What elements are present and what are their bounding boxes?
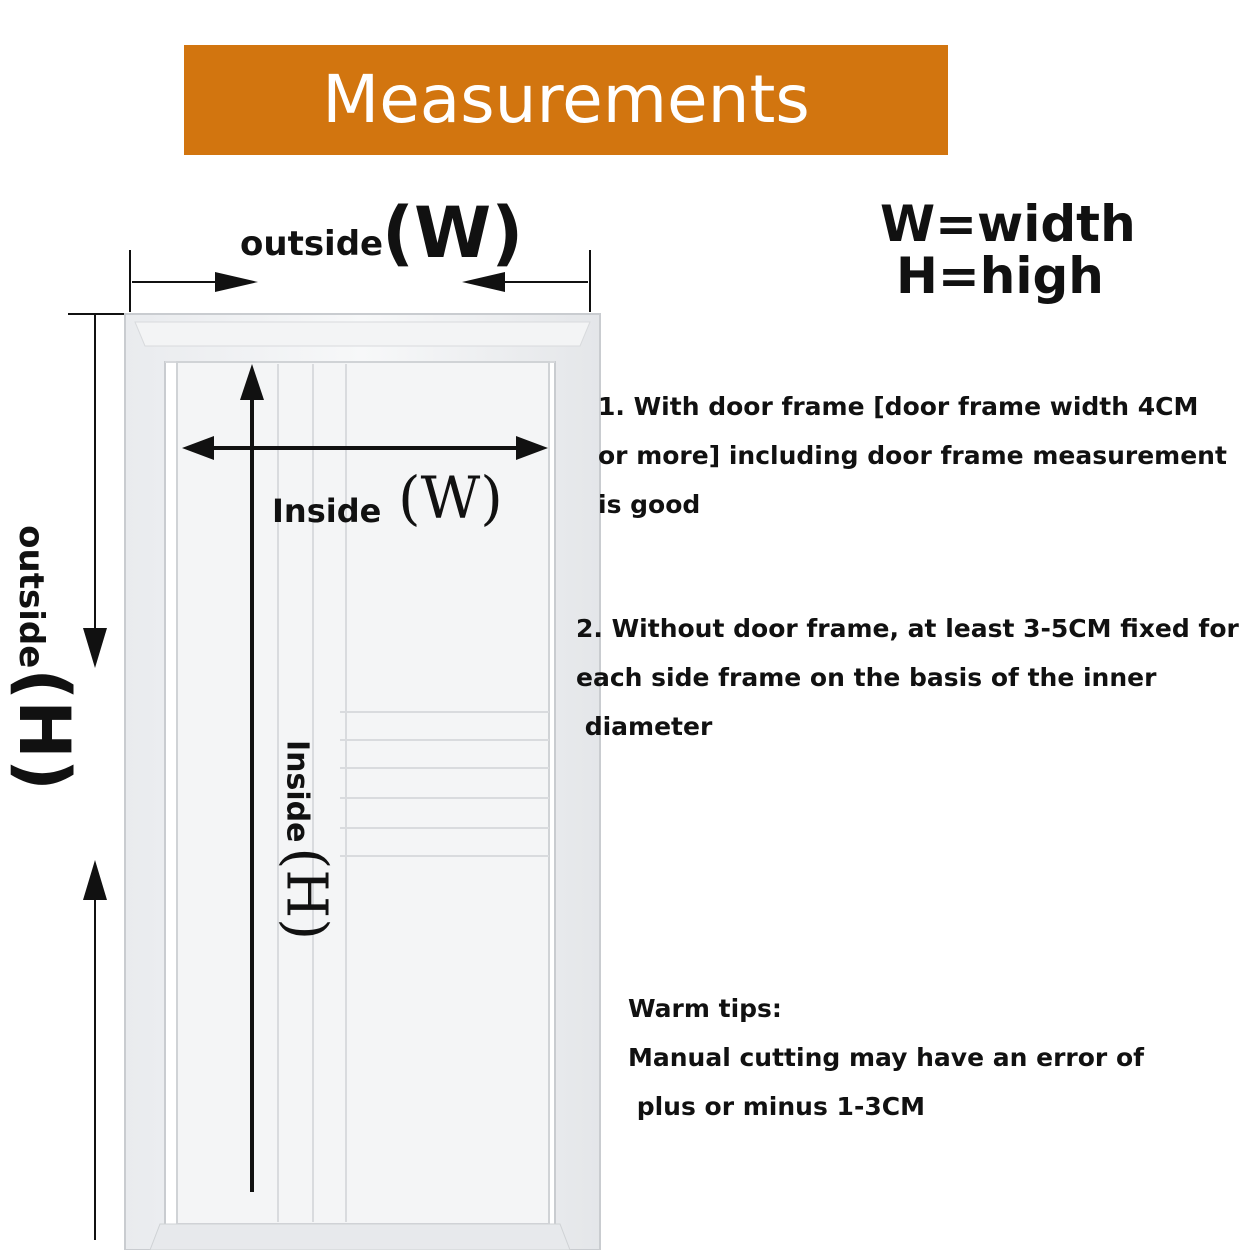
outside-width-dimension [129,250,591,312]
banner-title: Measurements [322,61,810,138]
title-banner: Measurements [184,45,948,155]
note-with-frame: 1. With door frame [door frame width 4CM… [598,382,1227,529]
door-threshold [149,1223,571,1250]
outside-width-label: outside [240,224,384,264]
outside-height-dimension [68,313,124,1240]
tips-title: Warm tips: [628,994,782,1023]
note-line: is good [598,490,701,519]
note-line: each side frame on the basis of the inne… [576,663,1157,692]
frame-bevel [134,321,591,347]
tips-line: plus or minus 1-3CM [628,1092,925,1121]
note-line: 1. With door frame [door frame width 4CM [598,392,1199,421]
door-grooves [277,364,549,1222]
inside-height-word: Inside [279,739,315,843]
note-line: or more] including door frame measuremen… [598,441,1227,470]
inside-height-label: Inside (H) [274,740,339,940]
inside-height-arrow [240,364,264,1192]
note-line: 2. Without door frame, at least 3-5CM fi… [576,614,1239,643]
legend-width: W=width [880,195,1136,253]
outside-height-symbol: (H) [3,668,85,791]
inside-width-arrow [182,436,548,460]
tips-line: Manual cutting may have an error of [628,1043,1144,1072]
warm-tips: Warm tips: Manual cutting may have an er… [628,984,1144,1131]
inside-width-symbol: (W) [398,464,503,532]
door-slab [176,361,550,1225]
inside-width-label: Inside [272,492,382,530]
outside-height-word: outside [11,525,51,669]
note-line: diameter [576,712,713,741]
outside-height-label: outside(H) [3,525,85,791]
legend-height: H=high [896,247,1104,305]
outside-width-symbol: (W) [382,192,524,274]
legend: W=width H=high [880,198,1136,302]
inside-height-symbol: (H) [273,847,339,941]
note-without-frame: 2. Without door frame, at least 3-5CM fi… [576,604,1239,751]
